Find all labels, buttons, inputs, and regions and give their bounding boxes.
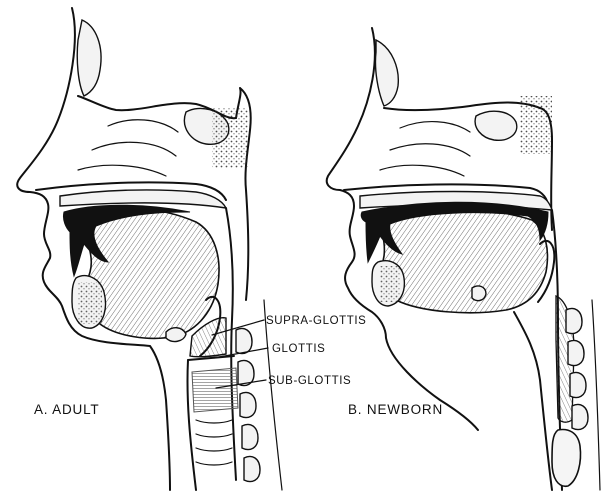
newborn-sphenoid-region	[475, 111, 517, 140]
newborn-head-section	[327, 28, 600, 490]
adult-pharynx-wall	[226, 208, 236, 480]
adult-palate	[60, 190, 226, 208]
label-glottis: GLOTTIS	[272, 343, 325, 355]
adult-head-section	[17, 8, 282, 490]
adult-trachea-rings	[196, 420, 232, 465]
newborn-hyoid	[472, 286, 486, 301]
adult-subglottis	[192, 368, 238, 412]
newborn-turbinate-inferior	[380, 165, 464, 176]
newborn-nasal-bone	[384, 103, 540, 111]
adult-frontal-sinus	[77, 20, 101, 96]
newborn-trachea	[552, 430, 581, 487]
adult-esophagus-line	[264, 300, 282, 490]
caption-adult: A. ADULT	[34, 402, 99, 417]
newborn-frontal-sinus	[375, 40, 398, 106]
newborn-turbinate-middle	[390, 144, 470, 156]
label-supra-glottis: SUPRA-GLOTTIS	[266, 315, 366, 327]
caption-newborn: B. NEWBORN	[348, 402, 443, 417]
newborn-airway-front	[514, 312, 552, 490]
newborn-esophagus-line	[592, 300, 600, 490]
adult-hyoid	[166, 328, 186, 342]
newborn-tongue	[376, 209, 547, 313]
newborn-turbinate-superior	[400, 122, 470, 132]
adult-turbinate-middle	[92, 142, 176, 156]
adult-turbinate-inferior	[78, 165, 166, 176]
label-sub-glottis: SUB-GLOTTIS	[268, 375, 351, 387]
adult-turbinate-superior	[108, 120, 178, 132]
